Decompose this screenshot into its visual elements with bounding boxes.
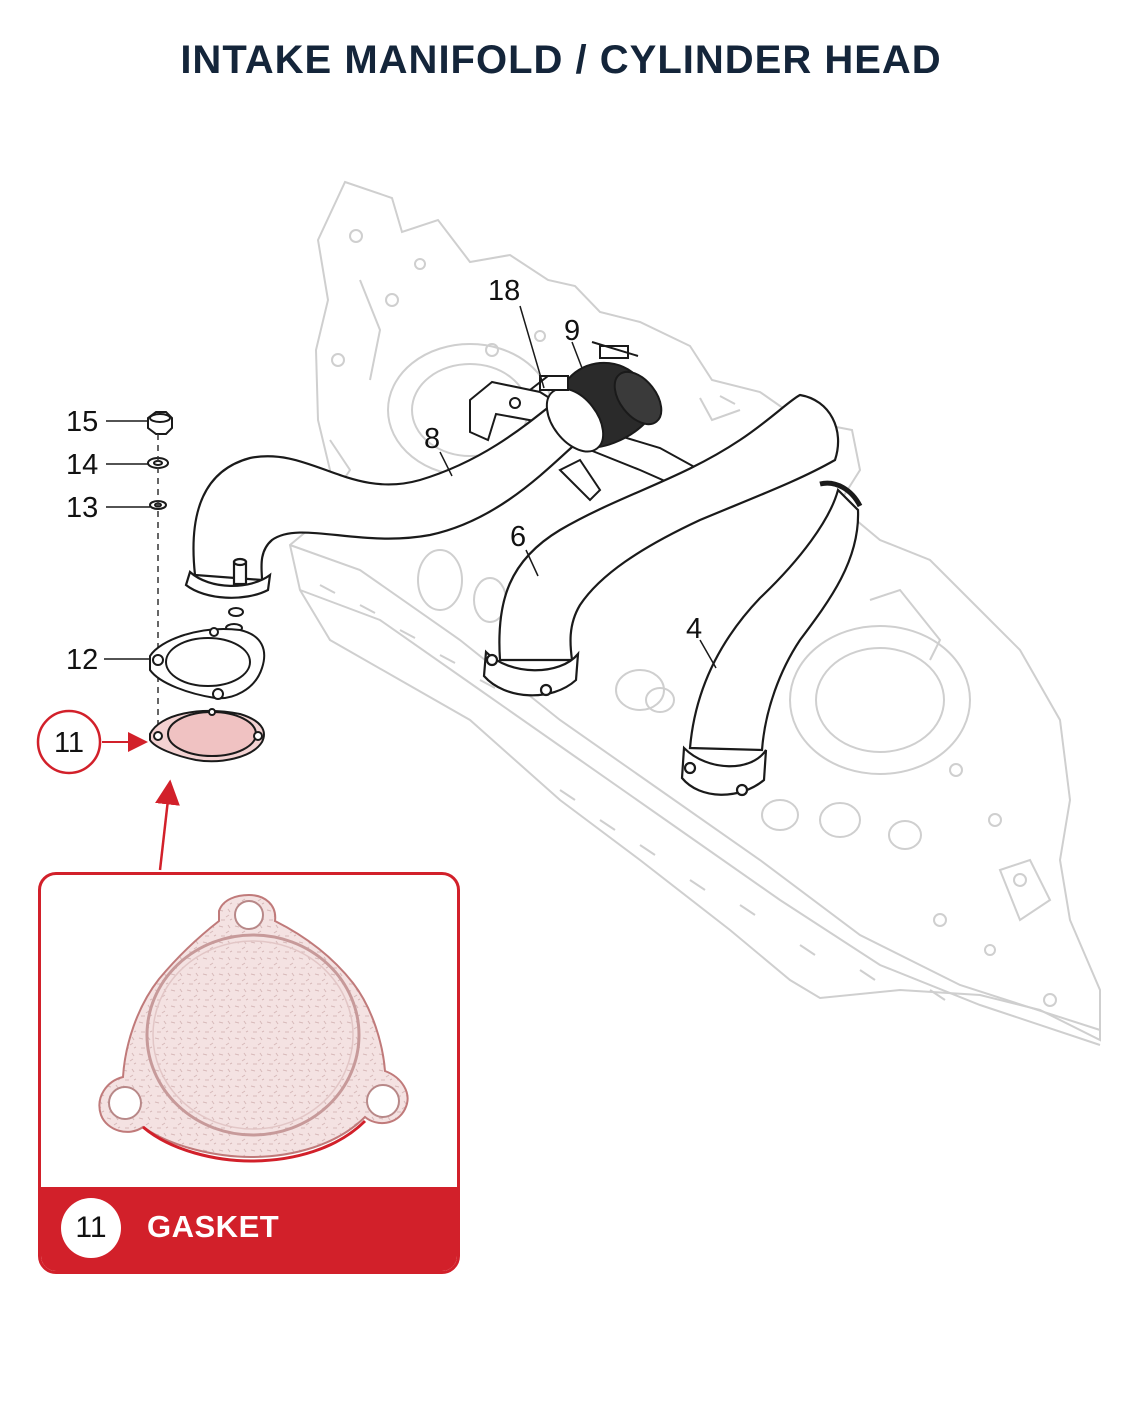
callout-15: 15 — [66, 406, 98, 438]
highlight-callout-circle — [36, 709, 102, 775]
page-title: INTAKE MANIFOLD / CYLINDER HEAD — [180, 38, 942, 82]
callout-12: 12 — [66, 644, 98, 676]
part-6-pipe — [482, 393, 840, 697]
part-name-label: GASKET — [147, 1209, 280, 1244]
callout-18: 18 — [488, 275, 520, 307]
part-9-hose-sleeve — [529, 341, 663, 453]
engine-block-outline — [288, 180, 1101, 1046]
part-11-gasket — [149, 708, 265, 763]
callout-11: 11 — [54, 727, 84, 759]
callout-6: 6 — [510, 521, 526, 553]
part-number-badge: 11 — [61, 1198, 121, 1258]
callout-4: 4 — [686, 613, 702, 645]
part-12-flange — [149, 627, 266, 700]
leader-lines — [102, 305, 717, 871]
part-8-pipe — [184, 400, 584, 599]
part-detail-card: 11 GASKET — [38, 872, 460, 1274]
part-4-pipe — [680, 480, 863, 797]
callout-14: 14 — [66, 449, 98, 481]
fastener-stack — [147, 411, 244, 633]
part-detail-footer: 11 GASKET — [41, 1187, 457, 1271]
gasket-detail-illustration — [98, 893, 409, 1163]
callout-8: 8 — [424, 423, 440, 455]
callout-13: 13 — [66, 492, 98, 524]
callout-9: 9 — [564, 315, 580, 347]
